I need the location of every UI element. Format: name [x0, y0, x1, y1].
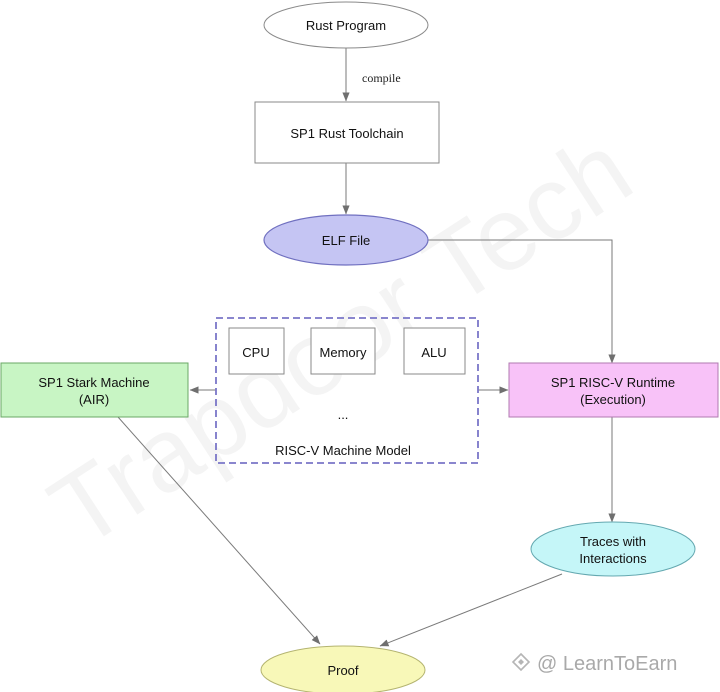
watermark-corner: @ LearnToEarn: [511, 652, 677, 675]
node-sp1-risc-v-runtime-label-1: SP1 RISC-V Runtime: [551, 375, 675, 390]
node-sp1-stark-machine: SP1 Stark Machine (AIR): [0, 362, 189, 418]
node-sp1-risc-v-runtime: SP1 RISC-V Runtime (Execution): [508, 362, 719, 418]
node-rust-program: Rust Program: [263, 1, 429, 49]
node-traces-label-1: Traces with: [580, 534, 646, 549]
edge-elf-to-runtime: [428, 239, 616, 364]
watermark-corner-text: @ LearnToEarn: [537, 653, 677, 675]
node-sp1-rust-toolchain: SP1 Rust Toolchain: [254, 101, 440, 164]
node-ellipsis: ...: [338, 407, 349, 422]
group-risc-v-machine-model-label: RISC-V Machine Model: [275, 443, 411, 458]
node-elf-file: ELF File: [263, 214, 429, 266]
node-proof: Proof: [260, 645, 426, 692]
node-sp1-stark-machine-label-2: (AIR): [79, 392, 109, 407]
node-sp1-risc-v-runtime-label-2: (Execution): [580, 392, 646, 407]
node-memory: [310, 327, 376, 375]
node-cpu: [228, 327, 285, 375]
node-sp1-stark-machine-label-1: SP1 Stark Machine: [38, 375, 149, 390]
group-risc-v-machine-model: CPU Memory ALU ... RISC-V Machine Model: [215, 317, 479, 464]
learn-to-earn-logo-icon: [511, 652, 531, 672]
node-traces-with-interactions: Traces with Interactions: [530, 521, 696, 577]
edge-stark-to-proof: [117, 416, 321, 645]
node-rust-program-label: Rust Program: [306, 18, 386, 33]
node-alu-label: ALU: [421, 345, 446, 360]
node-proof-label: Proof: [327, 663, 358, 678]
edge-label-compile: compile: [362, 71, 401, 85]
node-memory-label: Memory: [320, 345, 367, 360]
edge-traces-to-proof: [379, 573, 563, 647]
node-sp1-rust-toolchain-label: SP1 Rust Toolchain: [290, 126, 403, 141]
node-elf-file-label: ELF File: [322, 233, 370, 248]
node-alu: [403, 327, 466, 375]
node-traces-label-2: Interactions: [579, 551, 647, 566]
node-cpu-label: CPU: [242, 345, 269, 360]
